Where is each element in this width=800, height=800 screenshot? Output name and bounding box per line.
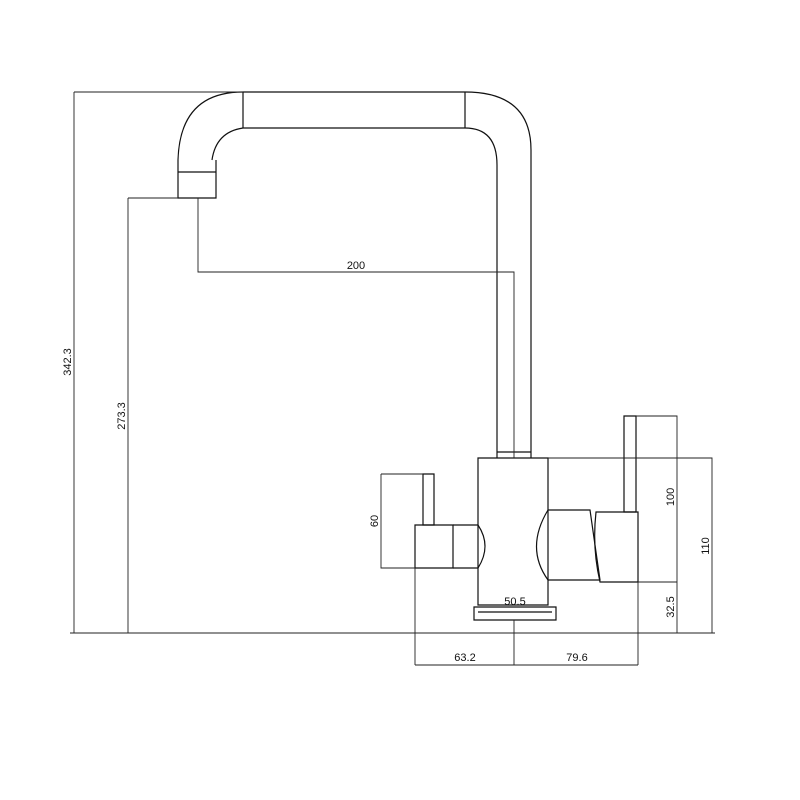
label-lever-height: 100 bbox=[665, 488, 677, 506]
label-base-height: 32.5 bbox=[665, 596, 677, 617]
right-handle-lever bbox=[623, 415, 637, 513]
dim-line-spout-reach bbox=[197, 198, 515, 458]
dim-line-handle-height bbox=[380, 473, 423, 569]
dim-line-spout-height bbox=[127, 197, 178, 633]
dimension-lines bbox=[70, 91, 715, 666]
label-body-height: 110 bbox=[700, 537, 712, 555]
spout-nozzle bbox=[177, 160, 217, 199]
faucet-outline bbox=[177, 91, 639, 621]
label-base-width: 50.5 bbox=[504, 596, 525, 608]
dim-line-total-height bbox=[70, 91, 715, 634]
spout-right-bend bbox=[464, 91, 532, 166]
left-handle-body bbox=[414, 524, 454, 569]
spout-column bbox=[496, 150, 532, 458]
body-cone bbox=[536, 509, 601, 581]
spout-left-bend bbox=[177, 91, 244, 161]
label-left-offset: 63.2 bbox=[454, 652, 475, 664]
dim-line-bottom-offsets bbox=[414, 568, 639, 666]
base-plate bbox=[473, 606, 557, 621]
main-body bbox=[477, 457, 549, 606]
spout-top-pipe bbox=[242, 91, 466, 129]
dimension-labels: 342.3 273.3 200 60 100 110 32.5 50.5 63.… bbox=[62, 260, 712, 664]
right-handle-body bbox=[594, 511, 639, 583]
left-handle-lever bbox=[422, 473, 435, 526]
label-right-offset: 79.6 bbox=[566, 652, 587, 664]
label-handle-height: 60 bbox=[369, 515, 381, 527]
dim-line-body-height bbox=[548, 457, 713, 633]
label-spout-height: 273.3 bbox=[116, 402, 128, 430]
label-spout-reach: 200 bbox=[347, 260, 365, 272]
dim-line-lever-height bbox=[636, 415, 678, 633]
label-total-height: 342.3 bbox=[62, 348, 74, 376]
left-handle-cone bbox=[453, 524, 486, 569]
